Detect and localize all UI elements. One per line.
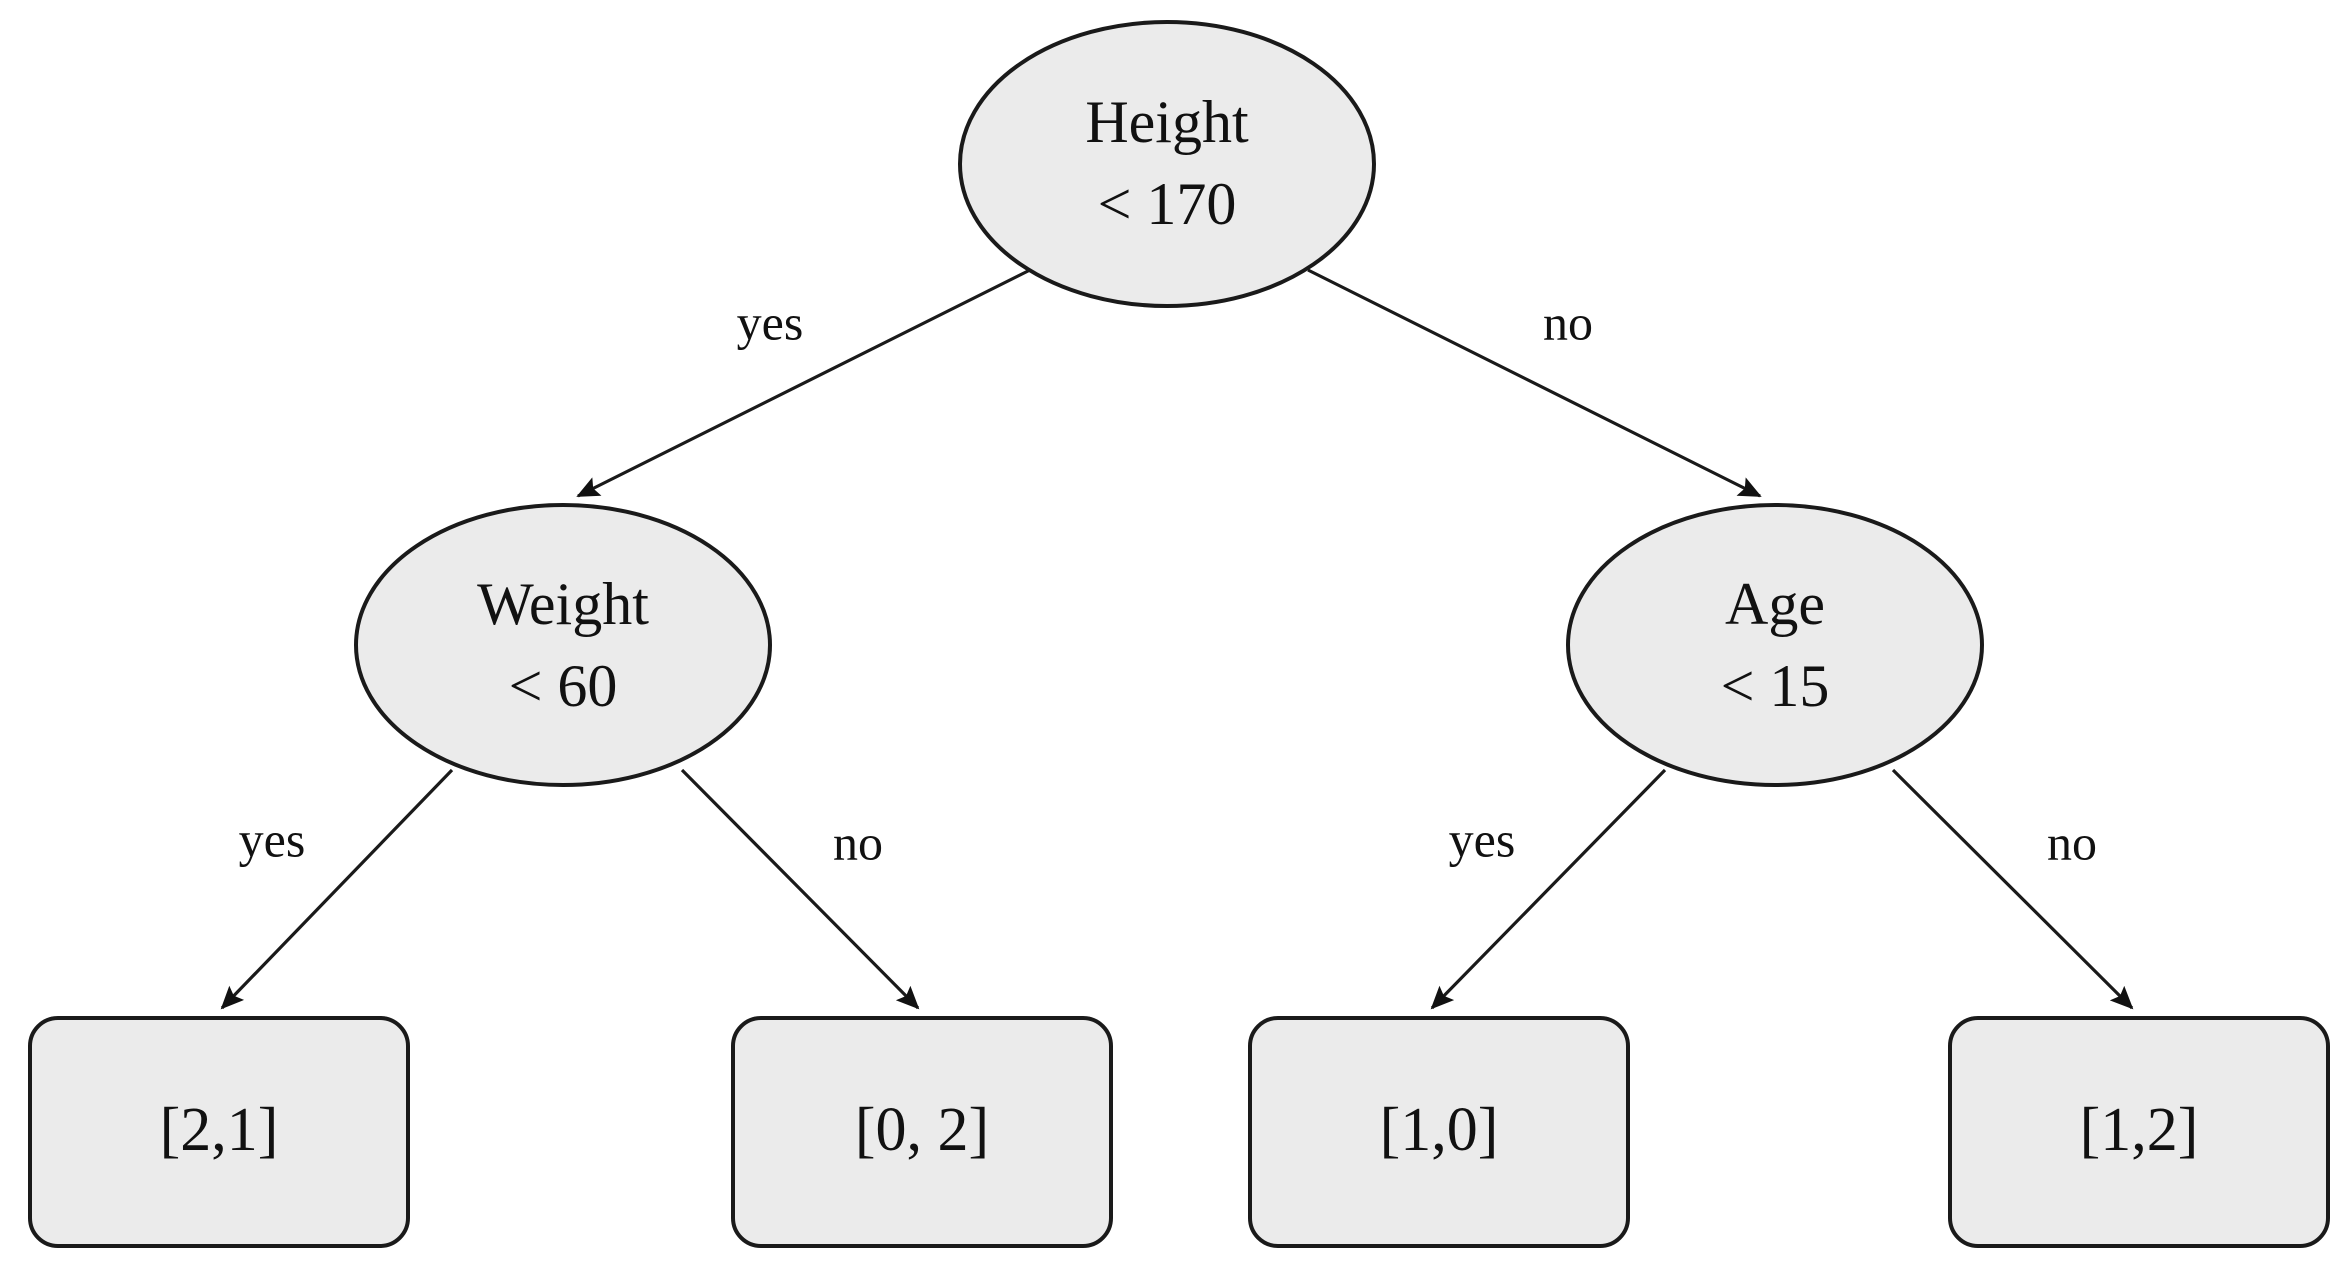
node-height-ellipse[interactable] [958,20,1376,308]
edge-weight-right: no [680,768,920,1010]
leaf-node-1-box[interactable] [28,1016,410,1248]
leaf-node-3[interactable]: [1,0] [1248,1016,1630,1248]
node-weight-line1: Weight [477,571,649,637]
node-weight[interactable]: Weight < 60 [354,503,772,787]
leaf-node-4-box[interactable] [1948,1016,2330,1248]
node-age-line2: < 15 [1721,653,1830,719]
edge-age-left: yes [1430,768,1667,1010]
edge-weight-left-label: yes [239,811,306,867]
leaf-node-2-box[interactable] [731,1016,1113,1248]
edge-weight-right-label: no [833,814,883,870]
edge-root-left-line [576,268,1031,498]
edge-root-right-line [1307,268,1762,498]
node-weight-line2: < 60 [509,653,618,719]
edge-weight-right-line [680,768,920,1010]
leaf-node-3-label: [1,0] [1380,1096,1499,1164]
edge-weight-left: yes [220,768,454,1010]
edge-age-right: no [1891,768,2134,1010]
node-age-ellipse[interactable] [1566,503,1984,787]
leaf-node-1-label: [2,1] [160,1096,279,1164]
node-age[interactable]: Age < 15 [1566,503,1984,787]
leaf-node-3-box[interactable] [1248,1016,1630,1248]
edge-root-right: no [1307,268,1762,498]
edge-age-left-line [1430,768,1667,1010]
leaf-node-1[interactable]: [2,1] [28,1016,410,1248]
leaf-node-4[interactable]: [1,2] [1948,1016,2330,1248]
edge-root-left: yes [576,268,1031,498]
edge-age-left-label: yes [1449,811,1516,867]
edge-root-right-label: no [1543,294,1593,350]
leaf-node-2[interactable]: [0, 2] [731,1016,1113,1248]
edge-age-right-line [1891,768,2134,1010]
node-height-line2: < 170 [1098,171,1237,237]
node-height-line1: Height [1085,89,1249,155]
node-height[interactable]: Height < 170 [958,20,1376,308]
leaf-node-2-label: [0, 2] [855,1096,989,1164]
edge-weight-left-line [220,768,454,1010]
edge-age-right-label: no [2047,814,2097,870]
node-weight-ellipse[interactable] [354,503,772,787]
leaf-node-4-label: [1,2] [2080,1096,2199,1164]
node-age-line1: Age [1725,571,1825,637]
edge-root-left-label: yes [737,294,804,350]
